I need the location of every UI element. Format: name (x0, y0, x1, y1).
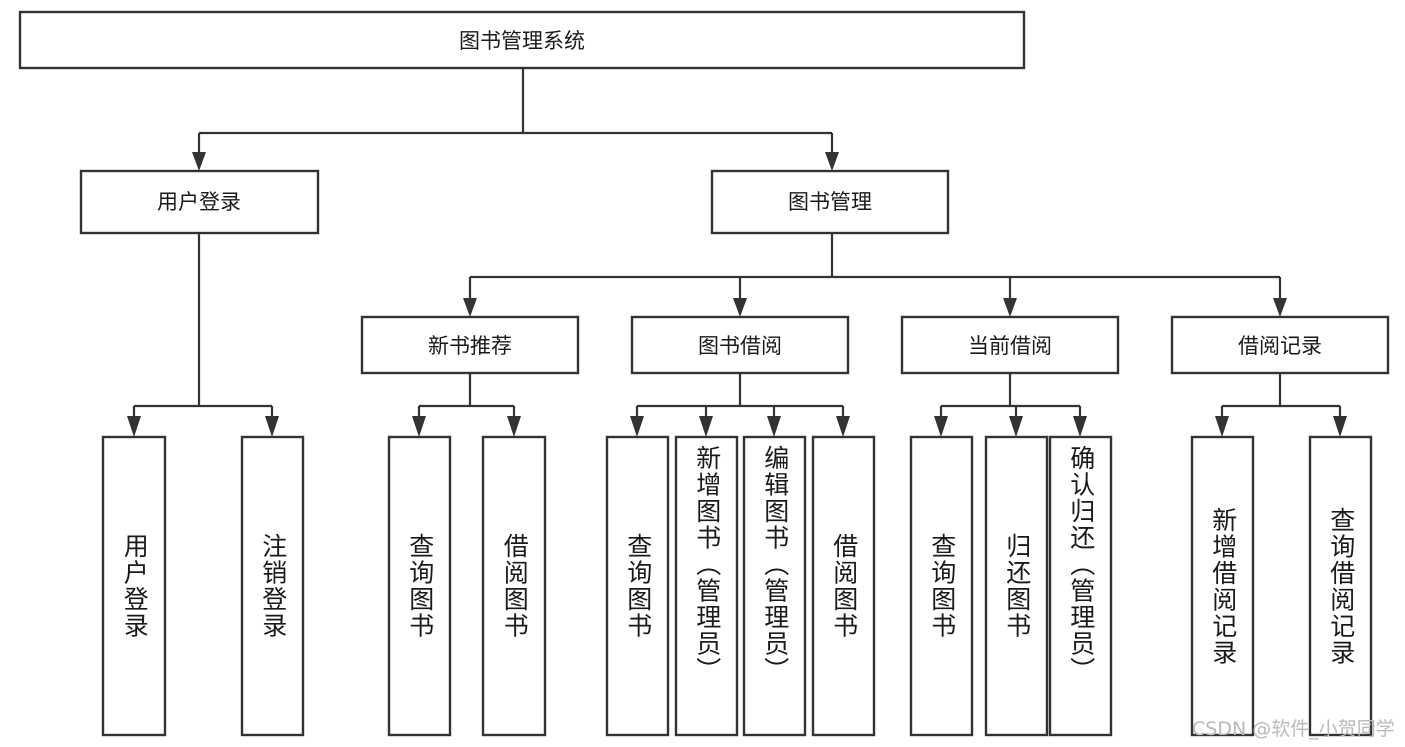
node-leaf-edit-book-box[interactable] (742, 435, 807, 737)
node-layer: 图书管理系统 用户登录 图书管理 新书推荐 图书借阅 当前借阅 借阅记录 (18, 10, 1390, 737)
node-leaf-add-record-box[interactable] (1190, 435, 1255, 737)
arrow-to-borrow-record (1273, 298, 1287, 317)
arrow-leaf-query-book-2 (630, 416, 644, 437)
arrow-leaf-borrow-book-2 (836, 416, 850, 437)
arrow-to-book-borrow (733, 298, 747, 317)
arrow-leaf-query-record (1333, 416, 1347, 437)
node-book-manage-label: 图书管理 (788, 190, 872, 214)
node-book-borrow-label: 图书借阅 (698, 334, 782, 358)
node-book-manage-box[interactable] (710, 169, 950, 235)
node-leaf-add-book-box[interactable] (674, 435, 739, 737)
arrow-to-user-login (192, 152, 206, 171)
node-leaf-query-book-3-box[interactable] (909, 435, 974, 737)
arrow-leaf-user-login (127, 416, 141, 437)
node-leaf-query-record-box[interactable] (1308, 435, 1373, 737)
node-leaf-borrow-book-1-box[interactable] (481, 435, 547, 737)
node-new-book-rec-label: 新书推荐 (428, 334, 512, 358)
node-leaf-user-login-box[interactable] (101, 435, 167, 737)
node-new-book-rec-box[interactable] (360, 315, 580, 375)
arrow-to-book-manage (825, 152, 839, 171)
node-leaf-logout-box[interactable] (240, 435, 305, 737)
node-user-login-label: 用户登录 (157, 190, 241, 214)
arrow-leaf-return-book (1009, 416, 1023, 437)
arrow-leaf-confirm-return (1073, 416, 1087, 437)
arrow-to-new-book-rec (463, 298, 477, 317)
arrow-leaf-query-book-3 (934, 416, 948, 437)
node-leaf-return-book-box[interactable] (984, 435, 1049, 737)
node-current-borrow-box[interactable] (900, 315, 1120, 375)
arrow-leaf-borrow-book-1 (507, 416, 521, 437)
node-leaf-query-book-2-box[interactable] (605, 435, 670, 737)
arrow-leaf-logout (265, 416, 279, 437)
arrow-leaf-edit-book (767, 416, 781, 437)
node-current-borrow-label: 当前借阅 (968, 334, 1052, 358)
node-borrow-record-label: 借阅记录 (1238, 334, 1322, 358)
node-book-borrow-box[interactable] (630, 315, 850, 375)
node-root-box[interactable] (18, 10, 1026, 70)
node-leaf-borrow-book-2-box[interactable] (811, 435, 876, 737)
arrow-leaf-add-book (699, 416, 713, 437)
csdn-watermark: CSDN @软件_小贺同学 (1192, 718, 1395, 740)
arrow-to-current-borrow (1003, 298, 1017, 317)
node-root-label: 图书管理系统 (459, 29, 585, 53)
connector-layer (127, 68, 1347, 437)
arrow-leaf-query-book-1 (412, 416, 426, 437)
node-user-login-box[interactable] (79, 169, 320, 235)
arrow-leaf-add-record (1215, 416, 1229, 437)
node-leaf-query-book-1-box[interactable] (387, 435, 452, 737)
node-leaf-confirm-return-box[interactable] (1048, 435, 1113, 737)
node-borrow-record-box[interactable] (1170, 315, 1390, 375)
